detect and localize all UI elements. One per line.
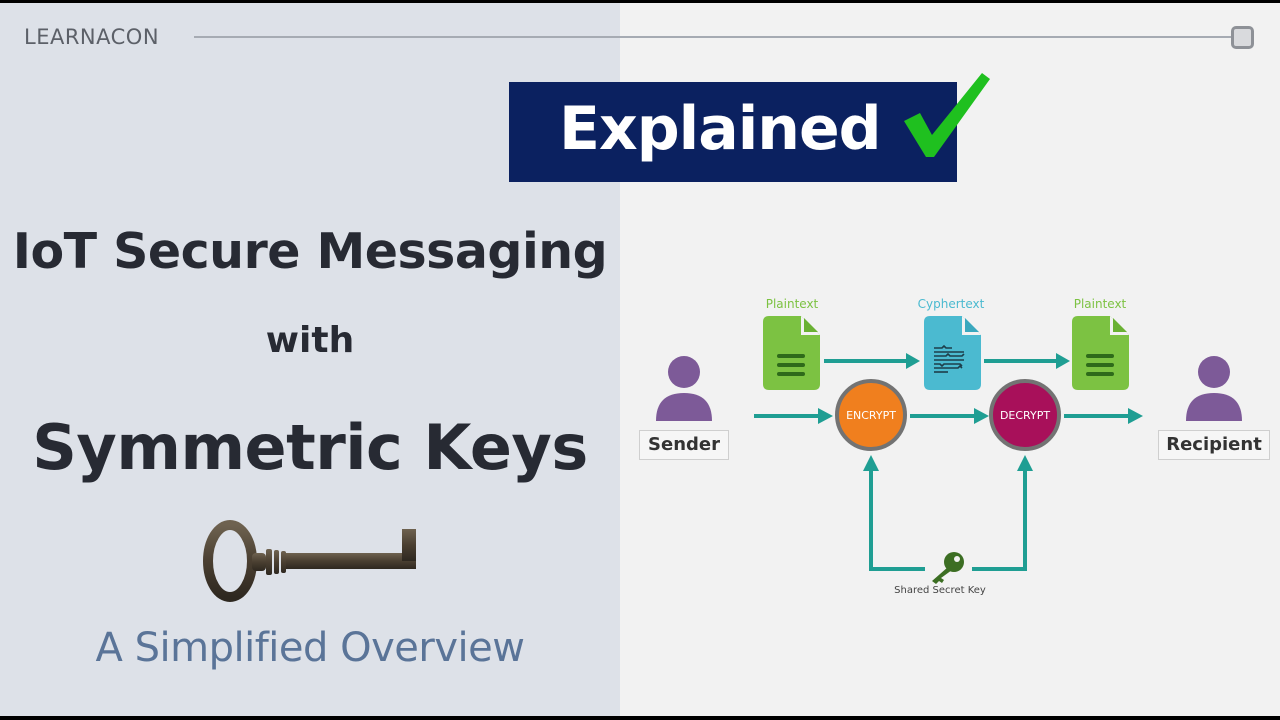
sender-label: Sender bbox=[639, 430, 729, 460]
decrypt-node: DECRYPT bbox=[989, 379, 1061, 451]
plaintext-label-1: Plaintext bbox=[765, 297, 819, 311]
explained-banner: Explained bbox=[509, 82, 957, 182]
plaintext-document-icon bbox=[763, 316, 820, 390]
shared-key-caption: Shared Secret Key bbox=[894, 585, 986, 596]
recipient-label: Recipient bbox=[1158, 430, 1270, 460]
progress-track bbox=[194, 36, 1232, 38]
cyphertext-document-icon bbox=[924, 316, 981, 390]
title-line-3: Symmetric Keys bbox=[32, 411, 588, 484]
title-line-2: with bbox=[265, 320, 355, 361]
checkmark-icon bbox=[904, 73, 990, 157]
progress-handle[interactable] bbox=[1231, 26, 1254, 49]
subtitle: A Simplified Overview bbox=[95, 625, 525, 671]
encryption-flow-diagram: Sender Recipient Plaintext Cyphertext Pl… bbox=[620, 3, 1280, 716]
explained-label: Explained bbox=[559, 94, 882, 164]
shared-key-icon bbox=[932, 552, 964, 584]
plaintext-label-2: Plaintext bbox=[1073, 297, 1127, 311]
encrypt-node: ENCRYPT bbox=[835, 379, 907, 451]
brand-logo-text: LEARNACON bbox=[24, 25, 160, 49]
antique-key-image bbox=[203, 520, 416, 602]
cyphertext-label: Cyphertext bbox=[917, 297, 985, 311]
flow-arrows bbox=[754, 353, 1143, 571]
recipient-person-icon bbox=[1186, 356, 1242, 421]
slide-frame: LEARNACON Explained IoT Secure Messaging… bbox=[0, 3, 1280, 716]
sender-person-icon bbox=[656, 356, 712, 421]
plaintext-document-icon-2 bbox=[1072, 316, 1129, 390]
title-line-1: IoT Secure Messaging bbox=[12, 223, 608, 280]
